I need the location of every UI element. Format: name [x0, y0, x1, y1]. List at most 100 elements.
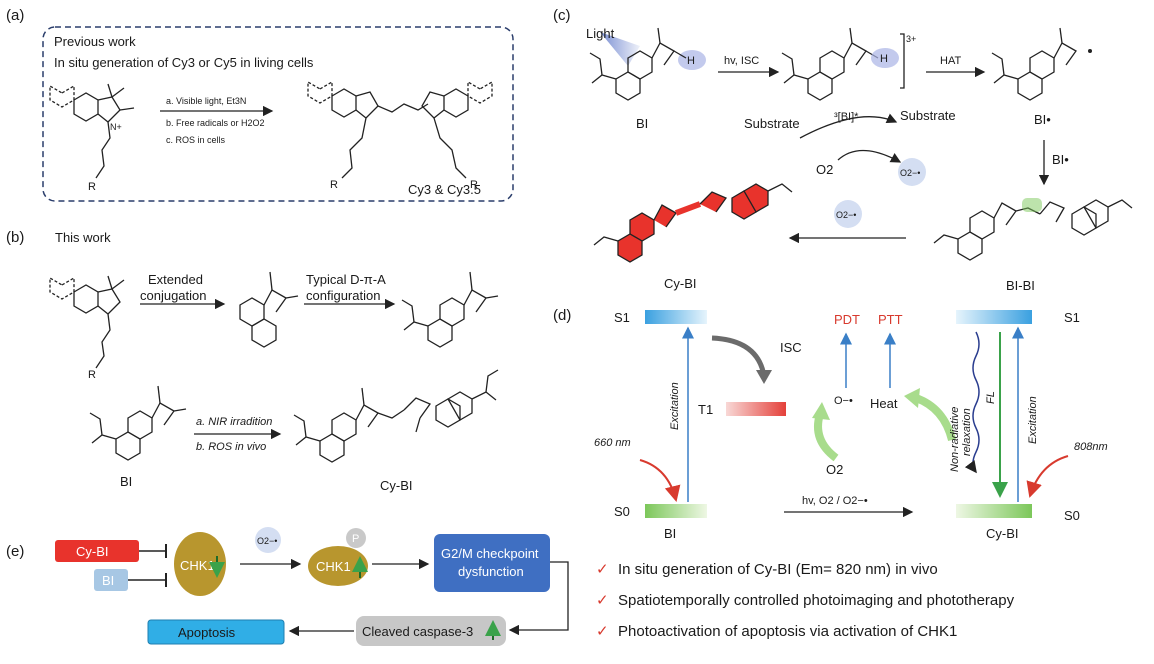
indolium-reactant — [49, 83, 135, 179]
s1-left-bar — [645, 310, 707, 324]
s0-right-bar — [956, 504, 1032, 518]
bi-label-b: BI — [120, 474, 132, 489]
apoptosis-label: Apoptosis — [178, 625, 236, 640]
t1-bar — [726, 402, 786, 416]
r-label-a2: R — [330, 179, 338, 191]
chk1-label-2: CHK1 — [316, 559, 351, 574]
laser-660-arrow — [639, 459, 681, 502]
o2-green-arrow-head — [812, 402, 830, 420]
bi-label-d: BI — [664, 526, 676, 541]
light-label: Light — [586, 26, 615, 41]
t1-label: T1 — [698, 402, 713, 417]
orad-label: O−• — [834, 395, 853, 407]
previous-work-box — [42, 26, 514, 202]
excitation-label-right: Excitation — [1027, 396, 1039, 444]
heat-green-arrow-head — [904, 388, 920, 408]
bullet-2: Spatiotemporally controlled photoimaging… — [618, 592, 1015, 609]
nonrad-wave — [964, 331, 980, 474]
caspase-box — [356, 616, 506, 646]
ros-cond: b. ROS in vivo — [196, 441, 266, 453]
heat-label: Heat — [870, 396, 898, 411]
excitation-label-left: Excitation — [669, 382, 681, 430]
s1-right-bar — [956, 310, 1032, 324]
h-label-2: H — [880, 53, 888, 65]
bi-box — [94, 569, 128, 591]
r-label-a1: R — [88, 181, 96, 193]
nplus-a: N+ — [110, 122, 122, 132]
s1-right-label: S1 — [1064, 310, 1080, 325]
check-icon-3: ✓ — [596, 623, 609, 640]
panel-label-d: (d) — [553, 307, 571, 324]
fl-label: FL — [985, 391, 997, 404]
panel-label-b: (b) — [6, 229, 24, 246]
o2-green-arrow — [814, 412, 839, 462]
pdt-label: PDT — [834, 312, 860, 327]
bibi-highlight — [1022, 198, 1042, 212]
arrow-substrate — [799, 113, 898, 139]
o2rad-label-e: O2−• — [257, 536, 277, 546]
cybi-label-d: Cy-BI — [986, 526, 1019, 541]
h-highlight-1 — [678, 50, 706, 70]
nir-cond: a. NIR irradition — [196, 416, 272, 428]
hv-isc-label: hv, ISC — [724, 55, 759, 67]
cybi-box-label: Cy-BI — [76, 544, 109, 559]
bi-radical — [991, 27, 1077, 101]
nm660-label: 660 nm — [594, 437, 631, 449]
cybi-molecule-b — [293, 369, 499, 463]
bibi-dimer — [933, 199, 1133, 261]
r-label-a3: R — [470, 179, 478, 191]
indolium-b — [49, 275, 125, 369]
panel-label-e: (e) — [6, 543, 24, 560]
cy3-product — [307, 80, 493, 179]
hv-bottom-label: hv, O2 / O2−• — [802, 495, 868, 507]
o2rad-label-c1: O2−• — [900, 168, 920, 178]
bullet-3: Photoactivation of apoptosis via activat… — [618, 623, 957, 640]
triplet-sup: 3+ — [906, 34, 916, 44]
r-label-b: R — [88, 369, 96, 381]
bi-molecule — [89, 385, 187, 461]
substrate-cation-label: Substrate — [900, 108, 956, 123]
caspase-label: Cleaved caspase-3 — [362, 624, 473, 639]
h-label-1: H — [687, 55, 695, 67]
hat-label: HAT — [940, 55, 961, 67]
phospho-label: P — [352, 533, 359, 545]
cond-a2: b. Free radicals or H2O2 — [166, 118, 265, 128]
cybi-label-c: Cy-BI — [664, 276, 697, 291]
arrow-o2 — [837, 149, 902, 163]
g2m-label-1: G2/M checkpoint — [441, 546, 539, 561]
nonrad-label-1: Non-radiative — [949, 407, 961, 472]
phospho-circle — [346, 528, 366, 548]
o2-label-d: O2 — [826, 462, 843, 477]
o2-label-c: O2 — [816, 162, 833, 177]
cond-a1: a. Visible light, Et3N — [166, 96, 246, 106]
bi-molecule-c — [589, 27, 687, 101]
dpa-indolium — [401, 271, 499, 348]
apoptosis-box — [147, 619, 285, 645]
bullet-1: In situ generation of Cy-BI (Em= 820 nm)… — [618, 561, 938, 578]
g2m-box — [434, 534, 550, 592]
isc-label: ISC — [780, 340, 802, 355]
check-icon-1: ✓ — [596, 561, 609, 578]
laser-808-arrow — [1026, 455, 1069, 498]
substrate-label: Substrate — [744, 116, 800, 131]
panel-label-a: (a) — [6, 7, 24, 24]
ptt-label: PTT — [878, 312, 903, 327]
previous-work-title: Previous work — [54, 34, 136, 49]
step1-line2: conjugation — [140, 288, 207, 303]
s0-left-bar — [645, 504, 707, 518]
s0-right-label: S0 — [1064, 508, 1080, 523]
o2rad-label-c2: O2−• — [836, 210, 856, 220]
bi-radical-label: BI• — [1034, 112, 1051, 127]
cybi-label-b: Cy-BI — [380, 478, 413, 493]
cybi-molecule-c — [593, 183, 793, 263]
s0-left-label: S0 — [614, 504, 630, 519]
bi-label-c: BI — [636, 116, 648, 131]
cybi-box — [55, 540, 139, 562]
cond-a3: c. ROS in cells — [166, 135, 226, 145]
arrow-e3 — [508, 561, 569, 636]
step2-line1: Typical D-π-A — [306, 272, 386, 287]
bidot2-label: BI• — [1052, 152, 1069, 167]
isc-arrow — [711, 335, 767, 377]
nm808-label: 808nm — [1074, 441, 1108, 453]
